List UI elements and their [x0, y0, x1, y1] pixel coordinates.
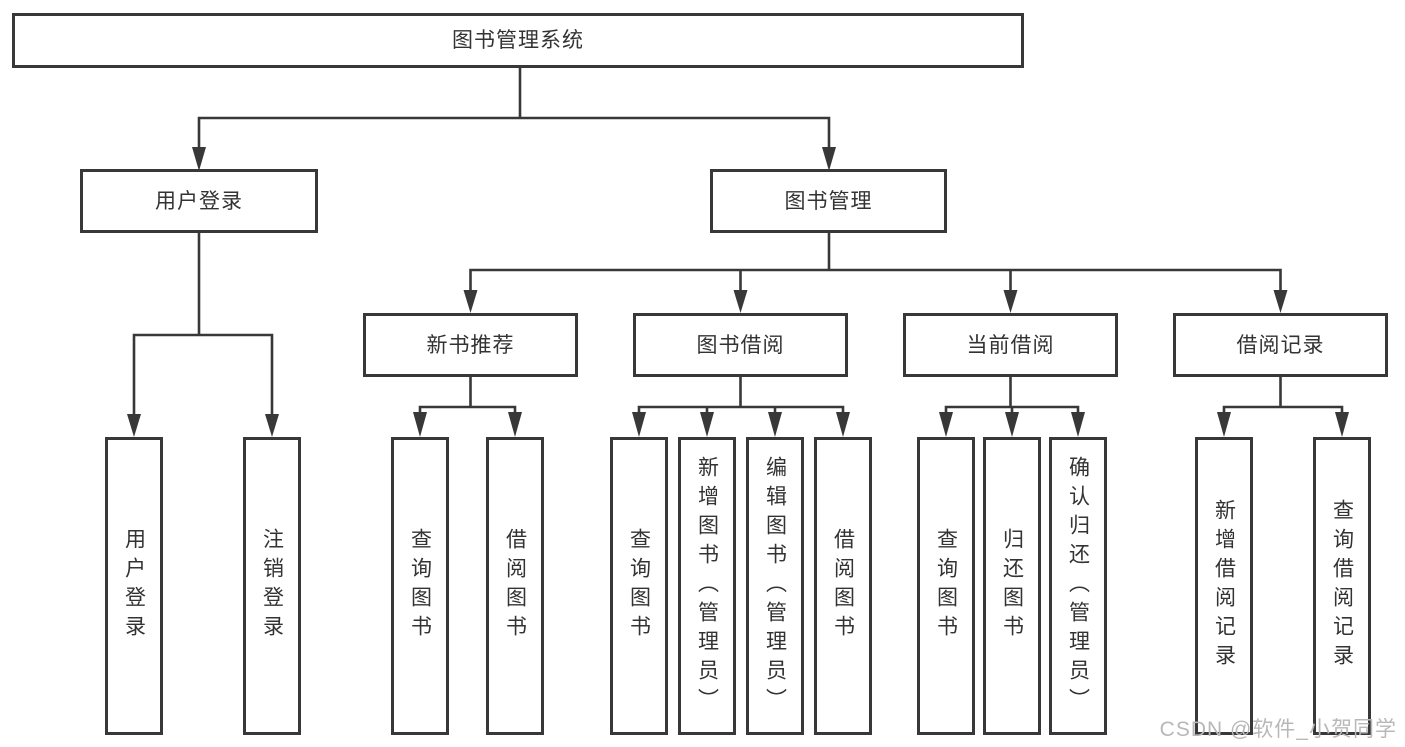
node-leaf-query-books-borrowing: 查询图书: [610, 437, 668, 735]
arrowhead-icon: [508, 412, 522, 437]
arrowhead-icon: [822, 147, 836, 171]
node-leaf-logout: 注销登录: [243, 437, 301, 735]
connector-book-borrow-to-leaves: [632, 375, 850, 437]
connector-book-mgmt-to-level3: [463, 232, 1288, 313]
connector-current-borrow-to-leaves: [939, 375, 1085, 437]
node-leaf-query-books-current: 查询图书: [917, 437, 975, 735]
arrowhead-icon: [192, 147, 206, 171]
node-book-borrowing: 图书借阅: [633, 313, 848, 377]
watermark: CSDN @软件_小贺同学: [1159, 718, 1397, 741]
arrowhead-icon: [1005, 412, 1019, 437]
arrowhead-icon: [632, 412, 646, 437]
arrowhead-icon: [1273, 290, 1288, 313]
arrowhead-icon: [700, 412, 714, 437]
node-new-book-recommend: 新书推荐: [363, 313, 578, 377]
arrowhead-icon: [1003, 290, 1018, 313]
node-leaf-add-borrow-record: 新增借阅记录: [1195, 437, 1253, 735]
node-leaf-add-book-admin: 新增图书（管理员）: [678, 437, 736, 735]
arrowhead-icon: [127, 414, 141, 437]
arrowhead-icon: [836, 412, 850, 437]
arrowhead-icon: [939, 412, 953, 437]
node-leaf-borrow-books-recommend: 借阅图书: [486, 437, 544, 735]
connector-user-login-to-leaves: [127, 232, 279, 437]
node-leaf-query-borrow-record: 查询借阅记录: [1313, 437, 1371, 735]
arrowhead-icon: [1335, 412, 1349, 437]
connector-borrow-record-to-leaves: [1217, 375, 1349, 437]
arrowhead-icon: [768, 412, 782, 437]
node-leaf-user-login: 用户登录: [105, 437, 163, 735]
arrowhead-icon: [733, 290, 748, 313]
arrowhead-icon: [463, 290, 478, 313]
connector-new-book-rec-to-leaves: [413, 375, 522, 437]
node-leaf-return-book: 归还图书: [983, 437, 1041, 735]
arrowhead-icon: [1071, 412, 1085, 437]
node-leaf-edit-book-admin: 编辑图书（管理员）: [746, 437, 804, 735]
node-leaf-confirm-return-admin: 确认归还（管理员）: [1049, 437, 1107, 735]
node-user-login: 用户登录: [80, 169, 318, 233]
node-leaf-borrow-books-borrowing: 借阅图书: [814, 437, 872, 735]
arrowhead-icon: [265, 414, 279, 437]
node-current-borrowing: 当前借阅: [903, 313, 1118, 377]
node-book-management: 图书管理: [710, 169, 947, 233]
arrowhead-icon: [413, 412, 427, 437]
node-root-library-system: 图书管理系统: [12, 13, 1024, 68]
connector-root-to-level2: [192, 66, 836, 171]
arrowhead-icon: [1217, 412, 1231, 437]
node-leaf-query-books-recommend: 查询图书: [391, 437, 449, 735]
node-borrow-records: 借阅记录: [1173, 313, 1388, 377]
